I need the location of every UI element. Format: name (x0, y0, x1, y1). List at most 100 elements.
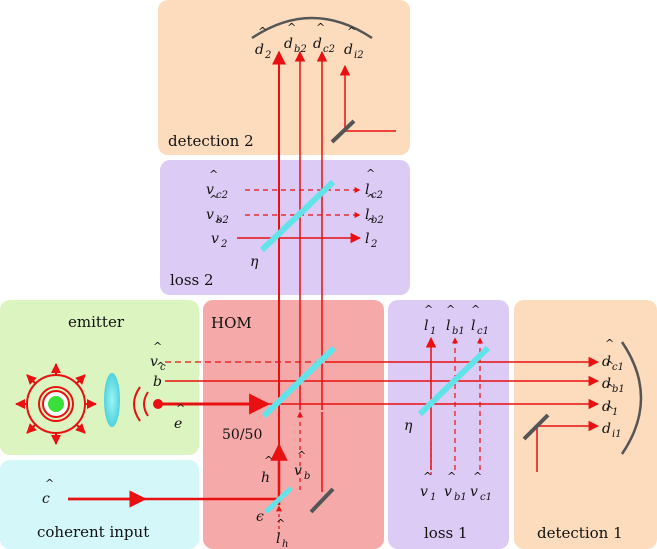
svg-text:^: ^ (176, 402, 185, 415)
detection2-title: detection 2 (168, 132, 254, 150)
svg-text:^: ^ (287, 21, 296, 34)
svg-text:v: v (470, 484, 478, 500)
detector-bracket-1 (620, 341, 643, 455)
loss1-title: loss 1 (424, 524, 468, 542)
svg-text:b2: b2 (216, 215, 229, 226)
svg-text:c2: c2 (323, 44, 335, 55)
svg-text:^: ^ (45, 477, 54, 490)
svg-text:h: h (261, 470, 270, 486)
svg-text:e: e (174, 416, 182, 432)
hom-box (203, 300, 384, 549)
mode-b: ^b (153, 360, 165, 390)
svg-text:d: d (255, 42, 264, 58)
svg-text:1: 1 (430, 492, 436, 503)
svg-text:v: v (150, 354, 158, 370)
lens-icon (104, 373, 120, 427)
svg-text:v: v (444, 484, 452, 500)
svg-text:^: ^ (214, 217, 223, 230)
svg-text:d: d (313, 36, 322, 52)
mirror-det1 (522, 413, 550, 441)
splitter-epsilon (264, 486, 293, 514)
svg-text:l: l (424, 318, 428, 334)
mirror-hom (309, 487, 335, 514)
svg-text:^: ^ (605, 404, 614, 417)
emitter-graphic (15, 363, 163, 445)
emission-arrows-icon (15, 363, 97, 445)
svg-text:d: d (284, 36, 293, 52)
svg-text:l: l (365, 231, 369, 247)
emitter-source-dot (153, 399, 163, 409)
svg-text:^: ^ (446, 303, 455, 316)
svg-text:b: b (153, 374, 162, 390)
detector-bracket-2 (251, 16, 373, 40)
svg-text:^: ^ (605, 382, 614, 395)
coherent-title: coherent input (37, 523, 149, 541)
emitter-core-icon (48, 396, 64, 412)
wavefront-icon (133, 386, 149, 422)
svg-text:c: c (42, 491, 50, 507)
svg-text:b1: b1 (612, 384, 625, 395)
svg-text:2: 2 (370, 239, 377, 250)
splitter-loss1 (417, 345, 491, 417)
epsilon-label: ϵ (256, 509, 264, 525)
svg-text:d: d (602, 421, 611, 437)
svg-text:v: v (211, 231, 219, 247)
svg-text:b2: b2 (294, 44, 307, 55)
svg-text:^: ^ (209, 168, 218, 181)
svg-text:^: ^ (258, 25, 267, 38)
svg-text:^: ^ (605, 359, 614, 372)
svg-text:b: b (304, 471, 310, 482)
svg-text:v: v (206, 207, 214, 223)
svg-text:c2: c2 (216, 190, 228, 201)
svg-text:h: h (282, 539, 288, 549)
eta-loss1: η (404, 418, 413, 434)
svg-text:^: ^ (347, 25, 356, 38)
detection2-box (158, 0, 410, 155)
svg-text:c1: c1 (612, 362, 624, 373)
svg-text:^: ^ (424, 303, 433, 316)
svg-text:^: ^ (297, 449, 306, 462)
svg-text:^: ^ (316, 21, 325, 34)
emitter-title: emitter (68, 313, 125, 331)
svg-text:^: ^ (366, 216, 375, 229)
labels-coherent: ^c (42, 477, 54, 507)
svg-text:c: c (160, 362, 166, 373)
splitter-hom (261, 345, 337, 419)
svg-text:l: l (365, 182, 369, 198)
svg-text:b1: b1 (454, 492, 467, 503)
svg-text:v: v (294, 463, 302, 479)
svg-text:b2: b2 (371, 215, 384, 226)
svg-text:c2: c2 (371, 190, 383, 201)
svg-text:l: l (276, 531, 280, 547)
svg-text:^: ^ (366, 167, 375, 180)
svg-text:1: 1 (612, 407, 618, 418)
mirror-det2 (330, 119, 356, 144)
loss2-title: loss 2 (170, 271, 214, 289)
svg-text:c1: c1 (480, 492, 492, 503)
splitter-loss2 (259, 179, 336, 253)
svg-text:d: d (602, 376, 611, 392)
svg-text:^: ^ (366, 192, 375, 205)
